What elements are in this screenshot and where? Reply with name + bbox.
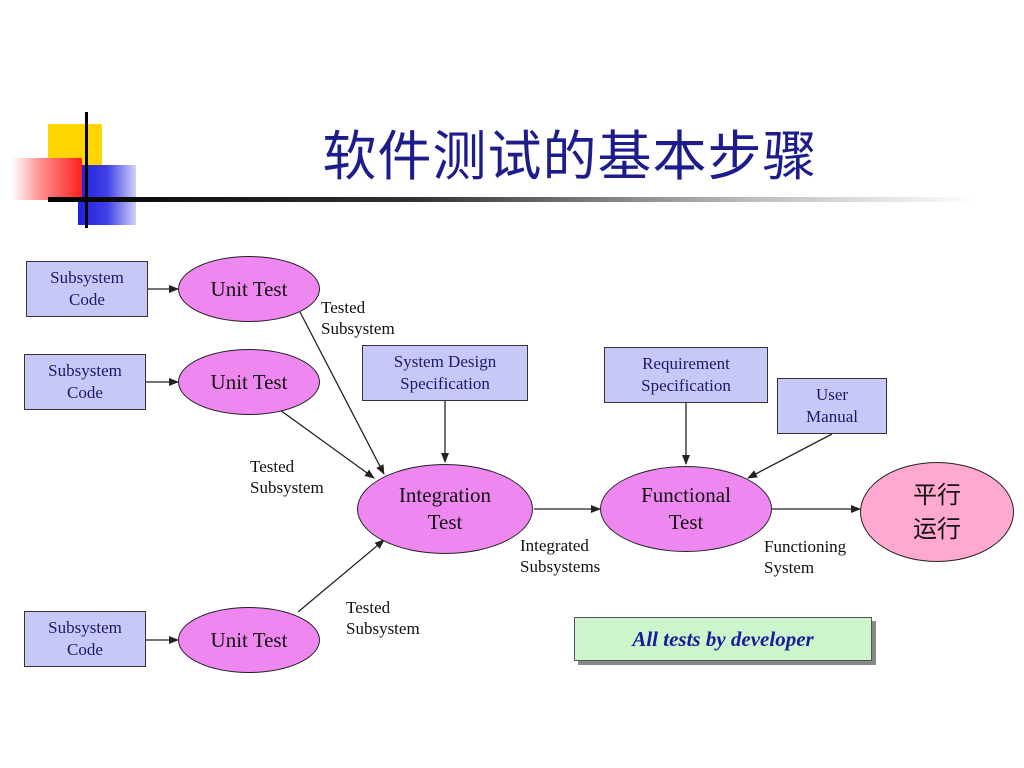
edge-label-functioning-system: Functioning System — [764, 536, 846, 578]
legend-box: All tests by developer — [574, 617, 872, 661]
box-line-1: System Design — [393, 352, 497, 371]
label-line-2: Subsystem — [250, 478, 324, 497]
label-line-1: Tested — [321, 298, 366, 317]
subsystem-code-box-3: Subsystem Code — [24, 611, 146, 667]
node-line-1: Functional — [641, 483, 731, 507]
box-line-2: Manual — [806, 407, 858, 426]
arrow-unit3-to-integration — [297, 539, 385, 613]
label-line-1: Tested — [346, 598, 391, 617]
box-line-2: Code — [69, 290, 105, 309]
legend-text: All tests by developer — [632, 626, 814, 651]
label-line-2: Subsystems — [520, 557, 601, 576]
deco-vertical-line — [85, 112, 88, 228]
subsystem-code-box-2: Subsystem Code — [24, 354, 146, 410]
box-line-2: Code — [67, 640, 103, 659]
unit-test-node-1: Unit Test — [178, 256, 320, 322]
label-line-2: Subsystem — [321, 319, 395, 338]
edge-label-integrated-subsystems: Integrated Subsystems — [520, 535, 600, 577]
requirement-spec-box: Requirement Specification — [604, 347, 768, 403]
edge-label-tested-subsystem-1: Tested Subsystem — [321, 297, 395, 339]
unit-test-node-3: Unit Test — [178, 607, 320, 673]
node-label: Unit Test — [210, 627, 288, 652]
label-line-1: Functioning — [764, 537, 847, 556]
label-line-1: Integrated — [520, 536, 589, 555]
unit-test-node-2: Unit Test — [178, 349, 320, 415]
box-line-1: Subsystem — [50, 268, 124, 287]
parallel-run-node: 平行 运行 — [860, 462, 1014, 562]
deco-red-square — [12, 158, 82, 200]
node-line-2: Test — [668, 510, 704, 534]
label-line-2: Subsystem — [346, 619, 420, 638]
box-line-2: Specification — [400, 374, 490, 393]
integration-test-node: Integration Test — [357, 464, 533, 554]
subsystem-code-box-1: Subsystem Code — [26, 261, 148, 317]
system-design-spec-box: System Design Specification — [362, 345, 528, 401]
page-title: 软件测试的基本步骤 — [322, 125, 818, 188]
edge-label-tested-subsystem-2: Tested Subsystem — [250, 456, 324, 498]
box-line-1: Subsystem — [48, 361, 122, 380]
box-line-1: Requirement — [642, 354, 730, 373]
node-line-2: 运行 — [913, 515, 961, 543]
box-line-1: User — [815, 385, 849, 404]
node-label: Unit Test — [210, 369, 288, 394]
node-line-1: 平行 — [913, 481, 961, 509]
functional-test-node: Functional Test — [600, 466, 772, 552]
arrow-usermanual-to-functional — [747, 433, 833, 479]
box-line-2: Code — [67, 383, 103, 402]
label-line-2: System — [764, 558, 815, 577]
arrow-unit1-to-integration — [299, 311, 385, 475]
node-line-1: Integration — [398, 483, 492, 507]
label-line-1: Tested — [250, 457, 295, 476]
edge-label-tested-subsystem-3: Tested Subsystem — [346, 597, 420, 639]
node-label: Unit Test — [210, 276, 288, 301]
box-line-1: Subsystem — [48, 618, 122, 637]
node-line-2: Test — [427, 510, 463, 534]
arrow-unit2-to-integration — [279, 409, 375, 479]
title-divider — [48, 197, 978, 202]
user-manual-box: User Manual — [777, 378, 887, 434]
box-line-2: Specification — [641, 376, 731, 395]
